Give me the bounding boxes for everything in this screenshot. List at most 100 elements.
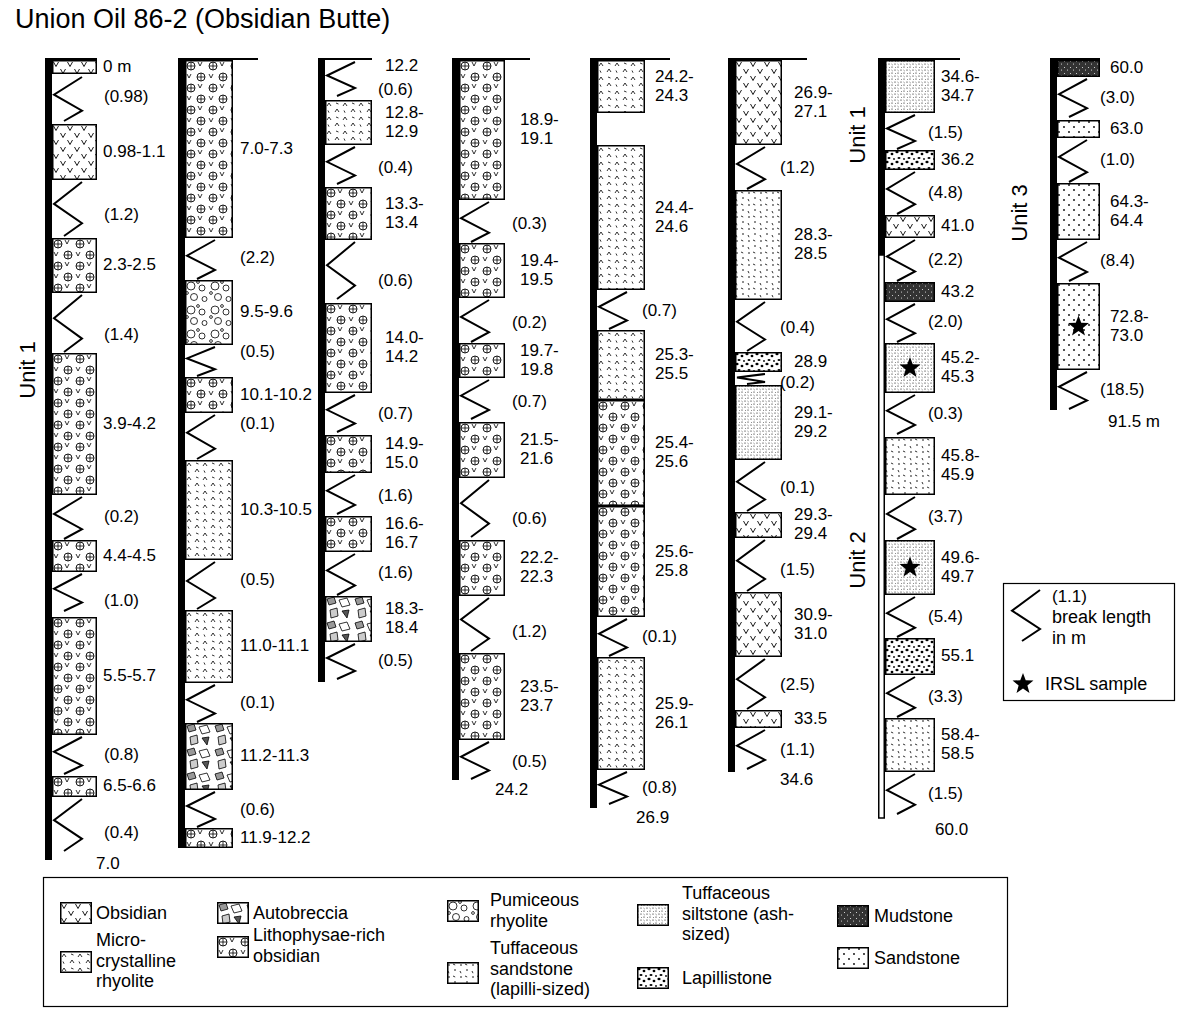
lithology-fill xyxy=(1058,184,1100,240)
depth-range: 45.8- 45.9 xyxy=(941,447,980,484)
lithology-fill xyxy=(186,461,233,560)
legend-text: Mudstone xyxy=(874,906,953,927)
lithology-interval: 33.5 xyxy=(735,710,827,728)
lithology-interval: 45.8- 45.9 xyxy=(885,437,980,495)
depth-range: 0 m xyxy=(103,58,131,77)
lithology-fill xyxy=(53,541,97,572)
legend-swatch xyxy=(60,951,92,973)
break-length: (0.5) xyxy=(240,571,275,590)
lithology-fill xyxy=(186,281,233,345)
depth-range: 21.5- 21.6 xyxy=(520,431,559,468)
depth-range: 25.4- 25.6 xyxy=(655,434,694,471)
legend-star xyxy=(1010,671,1036,697)
depth-range: 2.3-2.5 xyxy=(103,256,156,275)
column-top-line xyxy=(1050,58,1100,60)
lithology-swatch xyxy=(459,60,505,200)
lithology-interval: 60.0 xyxy=(1057,60,1143,77)
break-length: (1.1) xyxy=(1052,588,1087,607)
break-symbol xyxy=(187,415,215,459)
legend-text: Lapillistone xyxy=(682,968,772,989)
lithology-interval: 25.9- 26.1 xyxy=(597,657,694,770)
lithology-swatch xyxy=(885,343,935,393)
break-length: (1.2) xyxy=(780,159,815,178)
depth-range: 13.3- 13.4 xyxy=(385,195,424,232)
break-symbol xyxy=(599,772,627,804)
break-length: (0.1) xyxy=(642,628,677,647)
column-bar xyxy=(318,58,325,682)
lithology-swatch xyxy=(325,516,372,552)
lithology-fill xyxy=(598,61,645,113)
lithology-interval: 24.2- 24.3 xyxy=(597,60,694,113)
lithology-swatch xyxy=(217,902,249,924)
lithology-interval: 63.0 xyxy=(1057,120,1143,138)
unit-label: Unit 3 xyxy=(1008,184,1032,241)
break-length: (0.2) xyxy=(104,508,139,527)
depth-range: 3.9-4.2 xyxy=(103,415,156,434)
break-length: (0.8) xyxy=(104,746,139,765)
lithology-swatch xyxy=(837,905,869,927)
break-symbol xyxy=(737,540,765,591)
lithology-fill xyxy=(460,61,505,200)
lithology-interval: 72.8- 73.0 xyxy=(1057,283,1149,370)
break-length: (8.4) xyxy=(1100,252,1135,271)
lithology-swatch xyxy=(735,512,782,538)
depth-range: 18.9- 19.1 xyxy=(520,111,559,148)
break-symbol xyxy=(887,597,915,637)
lithology-fill xyxy=(460,654,505,740)
depth-range: 14.0- 14.2 xyxy=(385,329,424,366)
break-symbol xyxy=(1059,79,1087,117)
lithology-interval: 16.6- 16.7 xyxy=(325,516,424,552)
lithology-swatch xyxy=(735,190,782,300)
break-symbol xyxy=(887,304,915,342)
break-symbol xyxy=(461,300,489,342)
lithology-swatch xyxy=(52,353,97,495)
lithology-fill xyxy=(736,711,782,728)
depth-range: 29.1- 29.2 xyxy=(794,404,833,441)
lithology-swatch xyxy=(325,435,372,473)
lithology-fill xyxy=(460,344,505,378)
lithology-interval: 28.3- 28.5 xyxy=(735,190,833,300)
lithology-swatch xyxy=(1057,120,1100,138)
break-symbol xyxy=(737,730,765,769)
column-bar xyxy=(1050,58,1057,410)
lithology-swatch xyxy=(60,902,92,924)
break-length: (0.6) xyxy=(378,81,413,100)
lithology-interval: 45.2- 45.3 xyxy=(885,343,980,393)
lithology-fill xyxy=(53,354,97,495)
lithology-interval: 13.3- 13.4 xyxy=(325,187,424,240)
lithology-fill xyxy=(460,244,505,298)
break-symbol xyxy=(1012,590,1040,641)
break-symbol xyxy=(737,302,765,351)
lithology-interval: 30.9- 31.0 xyxy=(735,592,833,657)
lithology-fill xyxy=(886,719,935,772)
lithology-swatch xyxy=(597,400,645,506)
depth-range: 7.0-7.3 xyxy=(240,140,293,159)
lithology-fill xyxy=(736,593,782,657)
lithology-swatch xyxy=(325,303,372,393)
lithology-swatch xyxy=(885,60,935,113)
lithology-swatch xyxy=(459,653,505,740)
lithology-fill xyxy=(326,436,372,473)
break-symbol xyxy=(737,659,765,709)
lithology-fill xyxy=(736,353,782,372)
depth-range: 12.8- 12.9 xyxy=(385,104,424,141)
break-length: (0.1) xyxy=(780,479,815,498)
break-symbol xyxy=(327,644,355,679)
legend-text: Tuffaceous sandstone (lapilli-sized) xyxy=(490,938,625,1000)
irsl-star xyxy=(1013,673,1034,693)
break-length: (1.2) xyxy=(512,623,547,642)
break-symbol xyxy=(737,147,765,189)
break-length: (0.4) xyxy=(378,159,413,178)
break-length: (3.0) xyxy=(1100,89,1135,108)
depth-range: 10.3-10.5 xyxy=(240,501,312,520)
legend-swatch xyxy=(837,947,869,969)
lithology-fill xyxy=(326,517,372,552)
column-bar-hollow xyxy=(879,255,885,818)
lithology-interval: 25.3- 25.5 xyxy=(597,330,694,400)
break-symbol xyxy=(461,380,489,419)
lithology-interval: 22.2- 22.3 xyxy=(459,540,559,596)
legend-text: Pumiceous rhyolite xyxy=(490,890,600,931)
lithology-swatch xyxy=(185,610,233,683)
lithology-interval: 18.3- 18.4 xyxy=(325,596,424,642)
lithology-swatch xyxy=(885,282,935,302)
